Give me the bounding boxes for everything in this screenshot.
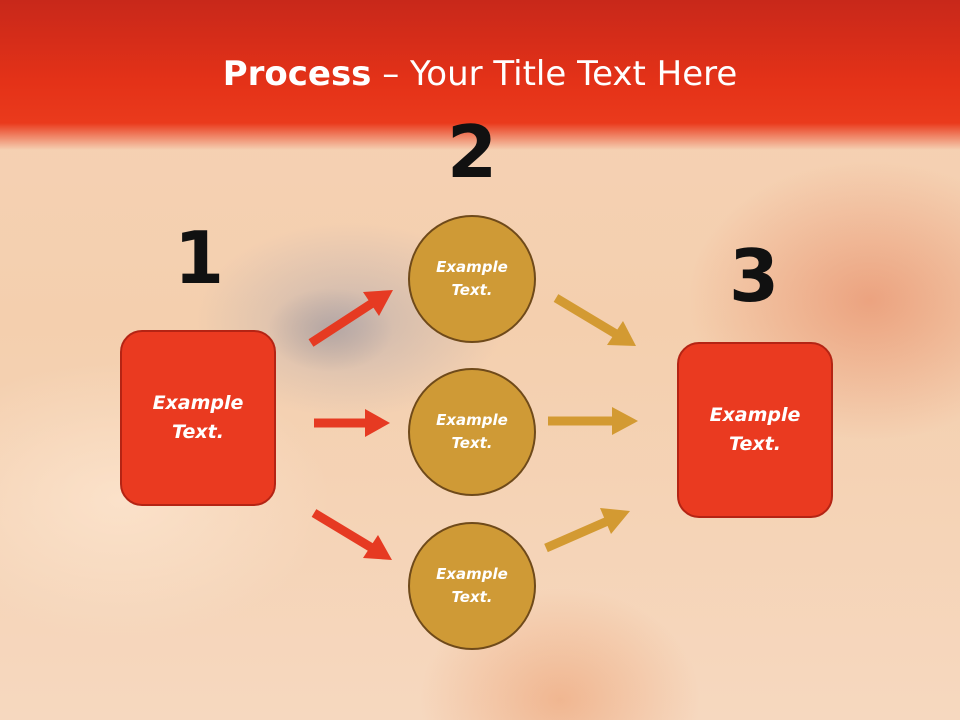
- circle-top-line1: Example: [436, 258, 508, 276]
- title-rest-part: – Your Title Text Here: [371, 54, 738, 94]
- step-2-circle-middle: Example Text.: [408, 368, 536, 496]
- step-1-text-line1: Example: [152, 392, 244, 414]
- circle-bottom-line1: Example: [436, 565, 508, 583]
- step-3-box-text: Example Text.: [695, 401, 815, 459]
- step-2-circle-top: Example Text.: [408, 215, 536, 343]
- circle-middle-line2: Text.: [451, 434, 493, 452]
- step-1-box: Example Text.: [120, 330, 276, 506]
- step-number-2: 2: [446, 110, 498, 194]
- gold-arrow-right-icon: [548, 407, 638, 435]
- circle-bottom-text: Example Text.: [424, 563, 520, 609]
- step-1-text-line2: Text.: [172, 421, 224, 443]
- title-banner: [0, 0, 960, 150]
- red-arrow-down-icon: [311, 509, 392, 560]
- step-number-3: 3: [728, 234, 780, 318]
- circle-bottom-line2: Text.: [451, 588, 493, 606]
- step-2-circle-bottom: Example Text.: [408, 522, 536, 650]
- red-arrow-right-icon: [314, 409, 390, 437]
- step-3-text-line2: Text.: [729, 433, 781, 455]
- red-arrow-up-icon: [308, 290, 393, 347]
- gold-arrow-down-icon: [553, 294, 636, 346]
- circle-middle-text: Example Text.: [424, 409, 520, 455]
- step-3-box: Example Text.: [677, 342, 833, 518]
- step-number-1: 1: [173, 216, 225, 300]
- slide-title: Process – Your Title Text Here: [0, 52, 960, 96]
- title-bold-part: Process: [222, 54, 372, 94]
- step-1-box-text: Example Text.: [138, 389, 258, 447]
- circle-top-line2: Text.: [451, 281, 493, 299]
- gold-arrow-up-icon: [544, 508, 630, 553]
- step-3-text-line1: Example: [709, 404, 801, 426]
- circle-middle-line1: Example: [436, 411, 508, 429]
- circle-top-text: Example Text.: [424, 256, 520, 302]
